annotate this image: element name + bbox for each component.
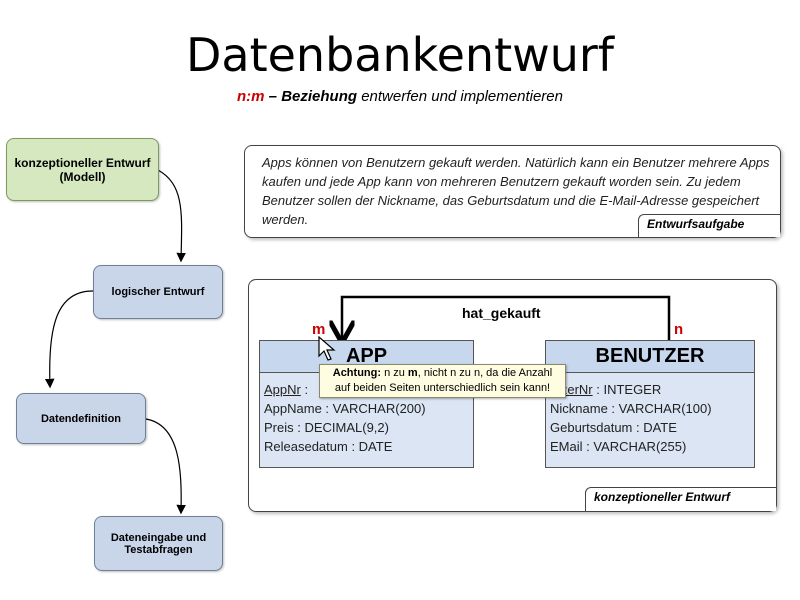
entity-app-attributes: AppNr : AppName : VARCHAR(200) Preis : D… — [260, 373, 473, 456]
app-attr-pk: AppNr : — [264, 382, 309, 397]
entity-app[interactable]: APP AppNr : AppName : VARCHAR(200) Preis… — [259, 340, 474, 468]
tooltip-warning: Achtung: n zu m, nicht n zu n, da die An… — [319, 364, 566, 398]
subtitle-rest: entwerfen und implementieren — [357, 88, 563, 105]
relationship-label: hat_gekauft — [462, 305, 541, 321]
arrow-s1-s2 — [157, 169, 186, 263]
step-conceptual-design[interactable]: konzeptioneller Entwurf (Modell) — [6, 138, 159, 201]
tooltip-line1: Achtung: n zu m, nicht n zu n, da die An… — [332, 367, 553, 379]
subtitle-cardinality: n:m — [237, 88, 265, 105]
benutzer-attr-email: EMail : VARCHAR(255) — [550, 439, 687, 454]
entity-benutzer-name: BENUTZER — [546, 341, 754, 373]
task-text: Apps können von Benutzern gekauft werden… — [262, 155, 770, 227]
tooltip-line2: auf beiden Seiten unterschiedlich sein k… — [334, 382, 551, 394]
entity-benutzer-attributes: utzerNr : INTEGER Nickname : VARCHAR(100… — [546, 373, 754, 456]
cardinality-n: n — [674, 321, 684, 338]
step-datadef-label: Datendefinition — [40, 412, 122, 425]
diagram-tag: konzeptioneller Entwurf — [585, 487, 776, 511]
benutzer-attr-pk: utzerNr : INTEGER — [550, 382, 662, 397]
app-attr-price: Preis : DECIMAL(9,2) — [264, 420, 389, 435]
arrow-s2-s3 — [44, 290, 95, 389]
step-logical-design[interactable]: logischer Entwurf — [93, 265, 223, 319]
step-dataentry-label: Dateneingabe und Testabfragen — [110, 531, 207, 556]
benutzer-attr-birthdate: Geburtsdatum : DATE — [550, 420, 677, 435]
arrow-s3-s4 — [145, 418, 186, 515]
mouse-cursor-icon — [318, 336, 336, 361]
benutzer-attr-nickname: Nickname : VARCHAR(100) — [550, 401, 712, 416]
page-subtitle: n:m – Beziehung entwerfen und implementi… — [0, 88, 800, 105]
subtitle-dash: – — [264, 88, 282, 105]
step-data-entry[interactable]: Dateneingabe und Testabfragen — [94, 516, 223, 571]
step-conceptual-label: konzeptioneller Entwurf (Modell) — [14, 155, 151, 184]
cardinality-m: m — [312, 321, 326, 338]
app-attr-release: Releasedatum : DATE — [264, 439, 393, 454]
step-data-definition[interactable]: Datendefinition — [16, 393, 146, 444]
task-tag: Entwurfsaufgabe — [638, 214, 780, 237]
entity-benutzer[interactable]: BENUTZER utzerNr : INTEGER Nickname : VA… — [545, 340, 755, 468]
page-title: Datenbankentwurf — [185, 28, 614, 82]
step-logical-label: logischer Entwurf — [111, 286, 205, 298]
subtitle-keyword: Beziehung — [281, 88, 358, 105]
app-attr-name: AppName : VARCHAR(200) — [264, 401, 426, 416]
